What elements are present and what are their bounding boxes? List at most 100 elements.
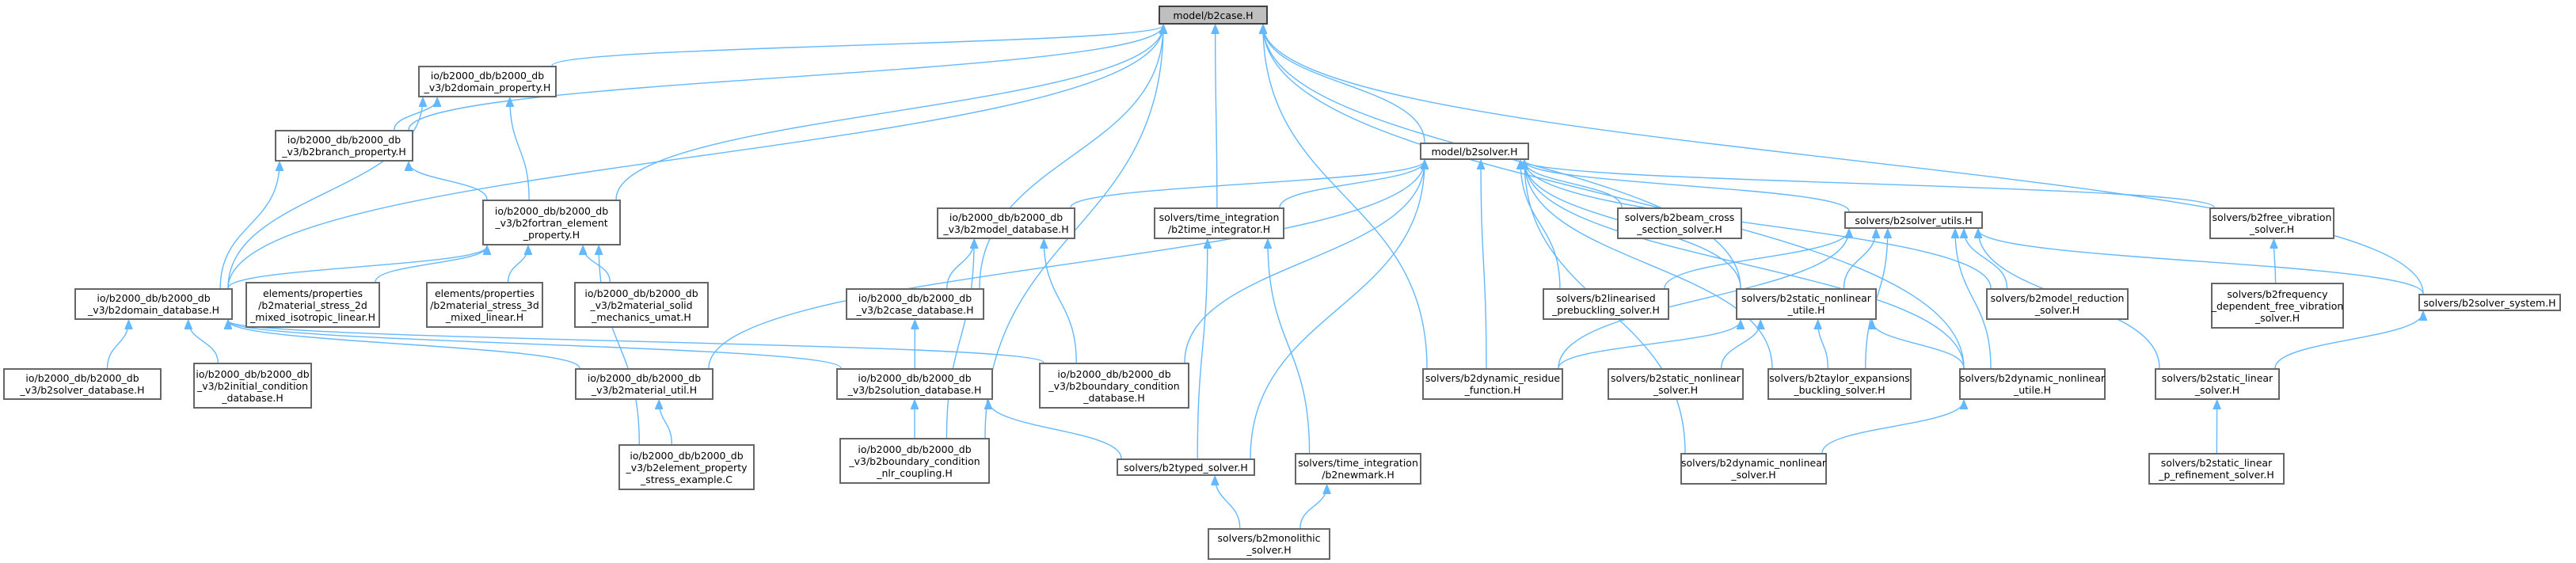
- node-label-line: /b2time_integrator.H: [1167, 223, 1271, 235]
- dependency-edge: [1558, 321, 1741, 369]
- node-label-line: _solver.H: [2034, 304, 2080, 316]
- graph-node[interactable]: solvers/b2beam_cross_section_solver.H: [1617, 207, 1742, 239]
- node-label-line: solvers/b2solver_system.H: [2423, 296, 2556, 309]
- graph-node[interactable]: solvers/b2taylor_expansions_buckling_sol…: [1767, 368, 1912, 400]
- node-label-line: _v3/b2material_util.H: [591, 384, 698, 396]
- node-label-line: _buckling_solver.H: [1794, 384, 1885, 396]
- graph-node[interactable]: solvers/time_integration/b2time_integrat…: [1154, 207, 1284, 239]
- node-label-line: _mixed_isotropic_linear.H: [250, 310, 375, 323]
- graph-node[interactable]: solvers/time_integration/b2newmark.H: [1295, 453, 1421, 485]
- node-label-line: io/b2000_db/b2000_db: [630, 449, 744, 462]
- dependency-edge: [1070, 161, 1425, 208]
- graph-node[interactable]: solvers/b2solver_system.H: [2418, 294, 2561, 311]
- dependency-edge: [979, 25, 1163, 289]
- dependency-edge: [708, 161, 1425, 369]
- graph-node[interactable]: io/b2000_db/b2000_db_v3/b2initial_condit…: [193, 363, 312, 409]
- node-label-line: solvers/b2monolithic: [1217, 532, 1321, 544]
- dependency-edge: [219, 162, 280, 289]
- dependency-edge: [2274, 312, 2423, 369]
- graph-node[interactable]: io/b2000_db/b2000_db_v3/b2solution_datab…: [836, 368, 993, 400]
- node-label-line: io/b2000_db/b2000_db: [858, 443, 972, 455]
- dependency-edge: [510, 98, 530, 200]
- dependency-edge: [1184, 161, 1425, 363]
- graph-node[interactable]: solvers/b2typed_solver.H: [1117, 458, 1255, 476]
- node-label-line: _solver.H: [2249, 223, 2295, 235]
- graph-node[interactable]: io/b2000_db/b2000_db_v3/b2solver_databas…: [3, 368, 162, 400]
- dependency-edge: [1481, 161, 1487, 369]
- dependency-edge: [1524, 161, 1773, 369]
- dependency-edge: [1955, 230, 1992, 369]
- graph-node[interactable]: solvers/b2monolithic_solver.H: [1208, 528, 1330, 560]
- node-label-line: _v3/b2element_property: [626, 461, 748, 474]
- dependency-edge: [1263, 25, 1425, 143]
- graph-node[interactable]: io/b2000_db/b2000_db_v3/b2domain_databas…: [74, 288, 233, 320]
- node-label-line: /b2material_stress_3d: [430, 299, 539, 311]
- graph-node[interactable]: solvers/b2model_reduction_solver.H: [1986, 288, 2129, 320]
- dependency-edge: [1299, 485, 1327, 529]
- graph-node[interactable]: elements/properties/b2material_stress_3d…: [426, 282, 543, 328]
- dependency-edge: [551, 25, 1163, 67]
- node-label-line: _section_solver.H: [1637, 223, 1722, 235]
- node-label-line: _v3/b2domain_database.H: [87, 304, 220, 316]
- node-label-line: _v3/b2solution_database.H: [847, 384, 982, 396]
- graph-node[interactable]: solvers/b2static_linear_p_refinement_sol…: [2148, 453, 2285, 485]
- node-label-line: model/b2solver.H: [1431, 145, 1518, 158]
- dependency-edge: [1524, 161, 1965, 369]
- node-label-line: solvers/b2dynamic_nonlinear: [1681, 457, 1827, 469]
- node-label-line: io/b2000_db/b2000_db: [858, 292, 972, 304]
- graph-node[interactable]: solvers/b2dynamic_residue_function.H: [1422, 368, 1563, 400]
- graph-node[interactable]: io/b2000_db/b2000_db_v3/b2branch_propert…: [275, 130, 413, 162]
- node-label-line: _v3/b2initial_condition: [196, 379, 309, 392]
- graph-node[interactable]: io/b2000_db/b2000_db_v3/b2boundary_condi…: [839, 438, 990, 484]
- dependency-edge: [507, 246, 528, 283]
- node-label-line: _v3/b2material_solid: [590, 299, 693, 311]
- dependency-edge: [1268, 240, 1311, 454]
- node-label-line: _v3/b2branch_property.H: [282, 146, 406, 158]
- graph-node[interactable]: model/b2solver.H: [1420, 143, 1529, 160]
- node-label-line: io/b2000_db/b2000_db: [949, 211, 1064, 223]
- graph-node[interactable]: solvers/b2solver_utils.H: [1844, 211, 1983, 229]
- graph-node[interactable]: elements/properties/b2material_stress_2d…: [245, 282, 380, 328]
- graph-node[interactable]: io/b2000_db/b2000_db_v3/b2domain_propert…: [418, 66, 557, 97]
- dependency-edge: [1044, 240, 1077, 363]
- graph-node[interactable]: solvers/b2static_linear_solver.H: [2155, 368, 2280, 400]
- node-label-line: _dependent_free_vibration: [2211, 299, 2344, 312]
- graph-node[interactable]: io/b2000_db/b2000_db_v3/b2model_database…: [937, 207, 1075, 239]
- node-label-line: /b2material_stress_2d: [258, 299, 367, 311]
- node-label-line: solvers/b2typed_solver.H: [1124, 461, 1248, 474]
- graph-node[interactable]: io/b2000_db/b2000_db_v3/b2element_proper…: [618, 444, 755, 490]
- dependency-edge: [1558, 230, 1849, 369]
- node-label-line: solvers/b2beam_cross: [1624, 211, 1735, 223]
- graph-node[interactable]: solvers/b2static_nonlinear_utile.H: [1736, 288, 1877, 320]
- node-label-line: _p_refinement_solver.H: [2159, 469, 2274, 481]
- node-label-line: solvers/b2solver_utils.H: [1855, 214, 1973, 226]
- dependency-edge: [106, 321, 129, 369]
- graph-node[interactable]: solvers/b2dynamic_nonlinear_solver.H: [1680, 453, 1827, 485]
- dependency-edge: [408, 25, 1163, 131]
- graph-node[interactable]: io/b2000_db/b2000_db_v3/b2fortran_elemen…: [482, 200, 621, 245]
- dependency-edge: [599, 246, 641, 445]
- graph-node[interactable]: solvers/b2frequency_dependent_free_vibra…: [2211, 283, 2344, 329]
- node-label-line: _mechanics_umat.H: [592, 310, 691, 323]
- graph-node[interactable]: solvers/b2dynamic_nonlinear_utile.H: [1959, 368, 2106, 400]
- graph-node[interactable]: solvers/b2static_nonlinear_solver.H: [1608, 368, 1744, 400]
- graph-node[interactable]: solvers/b2linearised_prebuckling_solver.…: [1543, 288, 1669, 320]
- dependency-edge: [1263, 25, 1428, 369]
- node-label-line: io/b2000_db/b2000_db: [584, 287, 698, 299]
- dependency-edge: [227, 246, 487, 289]
- dependency-edge: [2274, 240, 2275, 283]
- dependency-edge: [1524, 161, 1850, 212]
- graph-node[interactable]: io/b2000_db/b2000_db_v3/b2material_util.…: [575, 368, 713, 400]
- node-label-line: _utile.H: [1787, 304, 1825, 316]
- node-label-line: _v3/b2boundary_condition: [849, 455, 980, 467]
- node-label-line: elements/properties: [434, 287, 535, 299]
- graph-node[interactable]: io/b2000_db/b2000_db_v3/b2case_database.…: [846, 288, 984, 320]
- graph-node[interactable]: solvers/b2free_vibration_solver.H: [2209, 207, 2334, 239]
- graph-node[interactable]: io/b2000_db/b2000_db_v3/b2boundary_condi…: [1039, 363, 1189, 409]
- graph-node[interactable]: io/b2000_db/b2000_db_v3/b2material_solid…: [574, 282, 709, 328]
- dependency-edge: [227, 98, 423, 289]
- node-label-line: _v3/b2case_database.H: [856, 304, 974, 316]
- root-node[interactable]: model/b2case.H: [1159, 6, 1268, 25]
- node-label-line: solvers/b2static_nonlinear: [1741, 292, 1871, 304]
